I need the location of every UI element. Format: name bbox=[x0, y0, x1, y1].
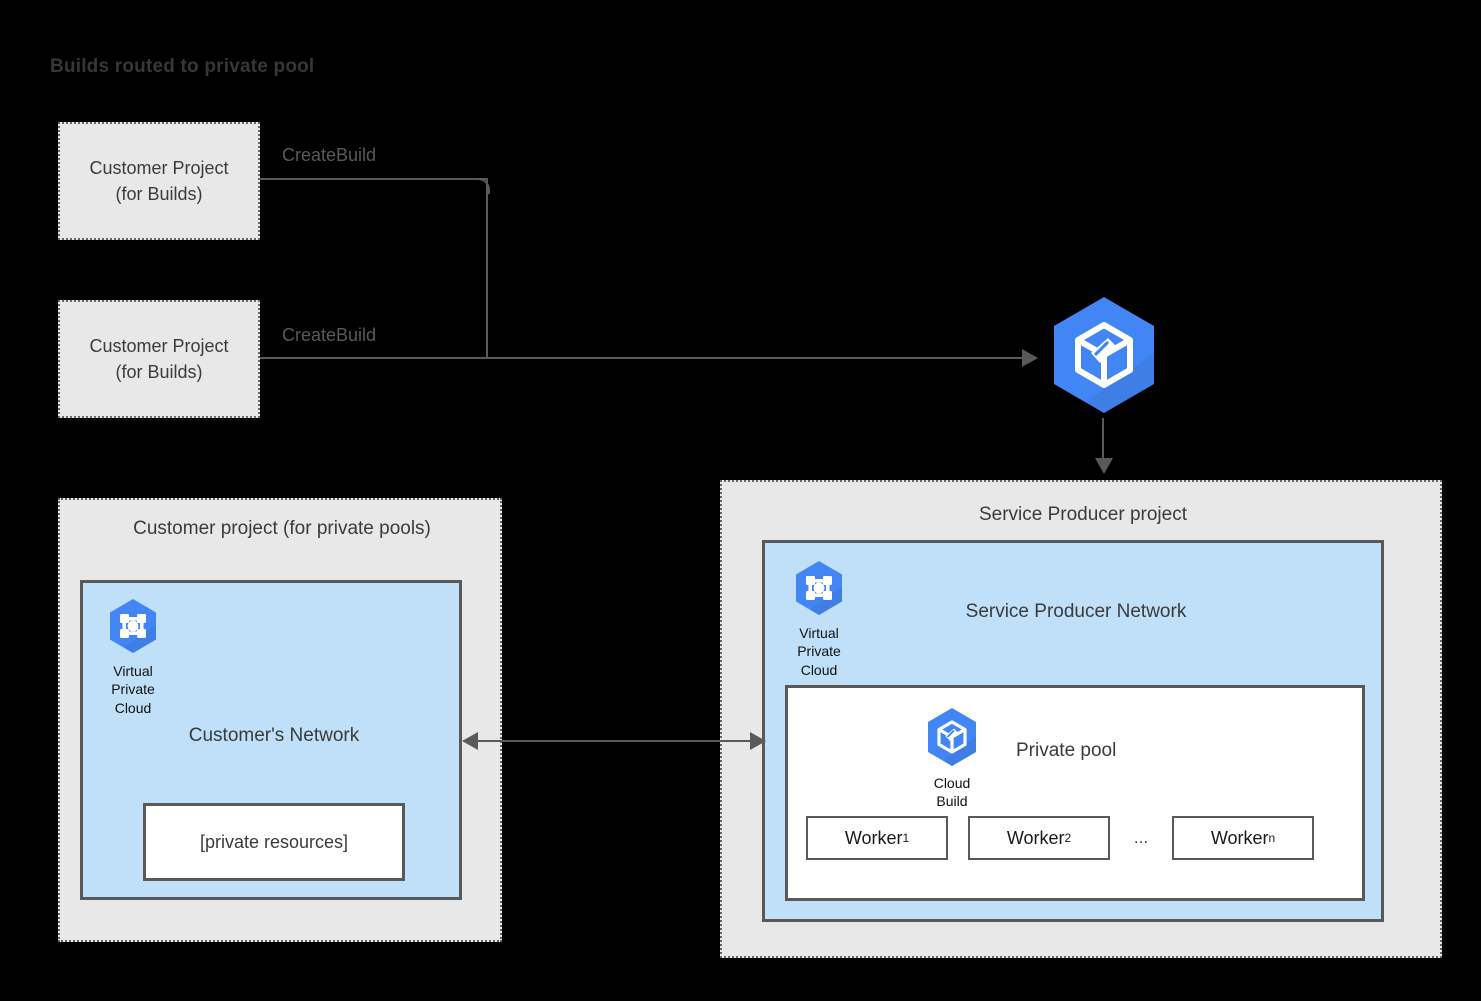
vpc-caption-producer: Virtual Private Cloud bbox=[783, 624, 855, 679]
worker-box-2-name: Worker bbox=[1006, 827, 1065, 848]
private-resources-label: [private resources] bbox=[199, 831, 349, 852]
connector-createbuild-1-horizontal bbox=[260, 178, 488, 180]
customer-project-builds-1: Customer Project (for Builds) bbox=[58, 122, 260, 240]
vpc-caption-customer-line3: Cloud bbox=[114, 699, 152, 716]
cloud-build-caption-pool: Cloud Build bbox=[920, 774, 984, 811]
service-producer-network-title: Service Producer Network bbox=[965, 601, 1187, 622]
customer-project-builds-2-line1: Customer Project bbox=[89, 335, 229, 356]
cloud-build-icon bbox=[928, 708, 976, 766]
arrowhead-peering-left bbox=[462, 732, 478, 750]
private-pool-label: Private pool bbox=[1016, 740, 1117, 761]
worker-box-1-subscript: 1 bbox=[902, 831, 910, 845]
createbuild-label-2: CreateBuild bbox=[282, 325, 377, 345]
service-producer-project-title: Service Producer project bbox=[978, 504, 1188, 525]
connector-cloud-build-to-service-producer bbox=[1102, 418, 1104, 462]
customer-project-private-pools-title: Customer project (for private pools) bbox=[133, 518, 431, 539]
customer-project-builds-1-line2: (for Builds) bbox=[115, 184, 203, 204]
vpc-caption-producer-line2: Private bbox=[797, 643, 841, 660]
customers-network-container: Customer's Network bbox=[80, 580, 462, 900]
customer-project-builds-1-line1: Customer Project bbox=[89, 157, 229, 178]
service-producer-project-container: Service Producer project Service Produce… bbox=[720, 480, 1442, 958]
worker-box-n-name: Worker bbox=[1210, 827, 1269, 848]
connector-network-peering bbox=[478, 740, 750, 742]
workers-ellipsis: ... bbox=[1133, 828, 1149, 847]
vpc-caption-producer-line1: Virtual bbox=[799, 625, 839, 641]
connector-createbuild-1-corner bbox=[474, 178, 490, 194]
customer-project-builds-2: Customer Project (for Builds) bbox=[58, 300, 260, 418]
customers-network-title: Customer's Network bbox=[188, 725, 360, 746]
worker-box-1-name: Worker bbox=[844, 827, 903, 848]
service-producer-network-container: Service Producer Network bbox=[762, 540, 1384, 922]
vpc-caption-customer-line2: Private bbox=[111, 681, 155, 698]
customer-project-builds-2-line2: (for Builds) bbox=[115, 362, 203, 382]
arrowhead-to-cloud-build bbox=[1022, 349, 1038, 367]
arrowhead-peering-right bbox=[750, 732, 766, 750]
cloud-build-group-pool: Cloud Build bbox=[920, 706, 984, 811]
arrowhead-to-service-producer bbox=[1095, 458, 1113, 474]
cloud-build-caption-line1: Cloud bbox=[933, 775, 971, 791]
connector-createbuild-1-vertical bbox=[486, 178, 488, 359]
worker-box-n-subscript: n bbox=[1268, 831, 1276, 845]
customer-project-private-pools-container: Customer project (for private pools) Cus… bbox=[58, 498, 502, 942]
connector-createbuild-2-horizontal bbox=[260, 357, 1036, 359]
vpc-caption-customer-line1: Virtual bbox=[113, 663, 153, 679]
cloud-build-icon bbox=[1042, 293, 1166, 422]
private-resources-box: [private resources] bbox=[143, 803, 405, 881]
vpc-caption-producer-line3: Cloud bbox=[800, 661, 838, 678]
virtual-private-cloud-icon bbox=[110, 599, 156, 653]
virtual-private-cloud-icon bbox=[796, 561, 842, 615]
worker-box-2-subscript: 2 bbox=[1064, 831, 1072, 845]
vpc-group-producer: Virtual Private Cloud bbox=[783, 559, 855, 679]
vpc-group-customer: Virtual Private Cloud bbox=[97, 597, 169, 717]
createbuild-label-1: CreateBuild bbox=[282, 145, 377, 165]
page-title: Builds routed to private pool bbox=[50, 56, 315, 77]
vpc-caption-customer: Virtual Private Cloud bbox=[97, 662, 169, 717]
cloud-build-caption-line2: Build bbox=[936, 793, 968, 810]
